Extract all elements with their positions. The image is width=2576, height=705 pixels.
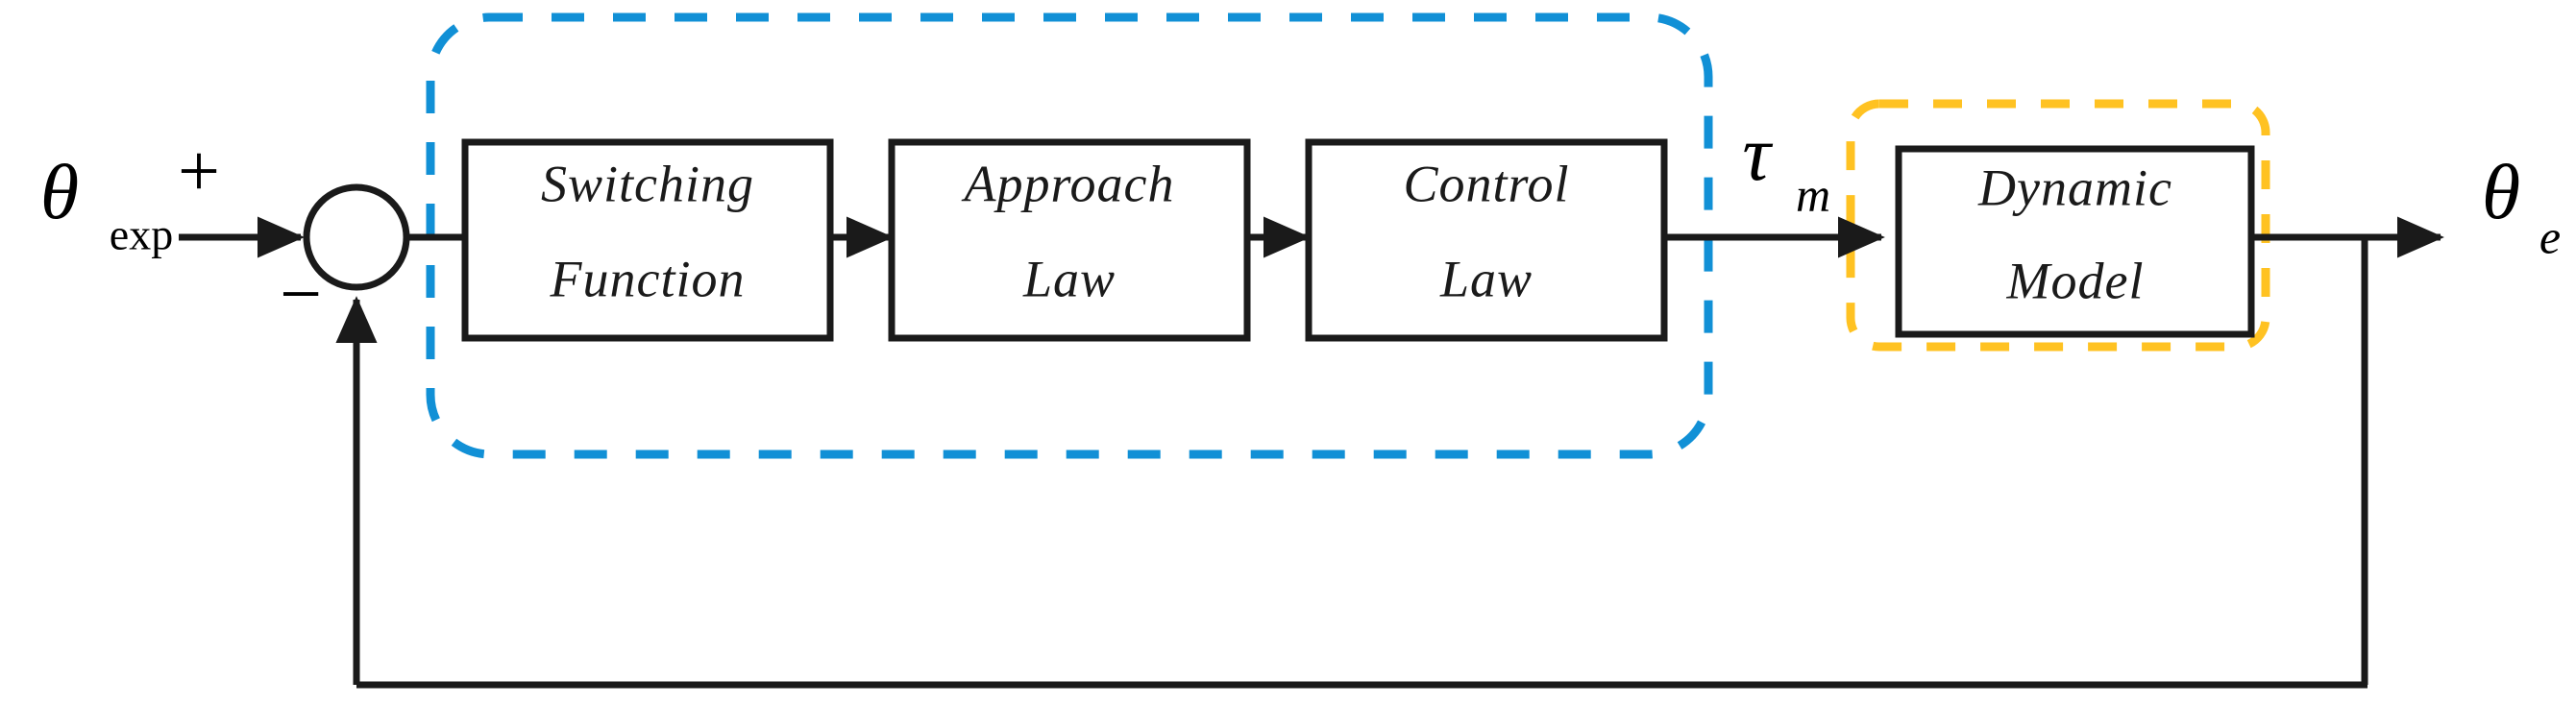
input-signal-symbol: θ	[40, 148, 79, 235]
block-control-law-line2: Law	[1439, 250, 1533, 307]
block-approach-law-line1: Approach	[962, 155, 1175, 212]
block-approach-law-line2: Law	[1022, 250, 1116, 307]
torque-signal-subscript: m	[1796, 167, 1830, 221]
torque-signal-symbol: τ	[1742, 109, 1773, 197]
output-signal-subscript: e	[2539, 209, 2561, 263]
block-switching-function-line1: Switching	[541, 155, 754, 212]
block-approach-law	[888, 138, 1251, 342]
block-control-law	[1305, 138, 1668, 342]
block-dynamic-model	[1895, 145, 2255, 338]
summing-junction-plus-sign: +	[178, 129, 220, 212]
block-dynamic-model-line1: Dynamic	[1977, 158, 2172, 216]
block-control-law-line1: Control	[1403, 155, 1569, 212]
input-signal-subscript: exp	[110, 210, 173, 259]
block-dynamic-model-line2: Model	[2006, 252, 2145, 309]
output-signal-symbol: θ	[2482, 148, 2520, 235]
block-switching-function	[461, 138, 834, 342]
plant-group-box	[1846, 99, 2270, 352]
summing-junction-minus-sign: −	[280, 252, 322, 335]
block-switching-function-line2: Function	[550, 250, 746, 307]
